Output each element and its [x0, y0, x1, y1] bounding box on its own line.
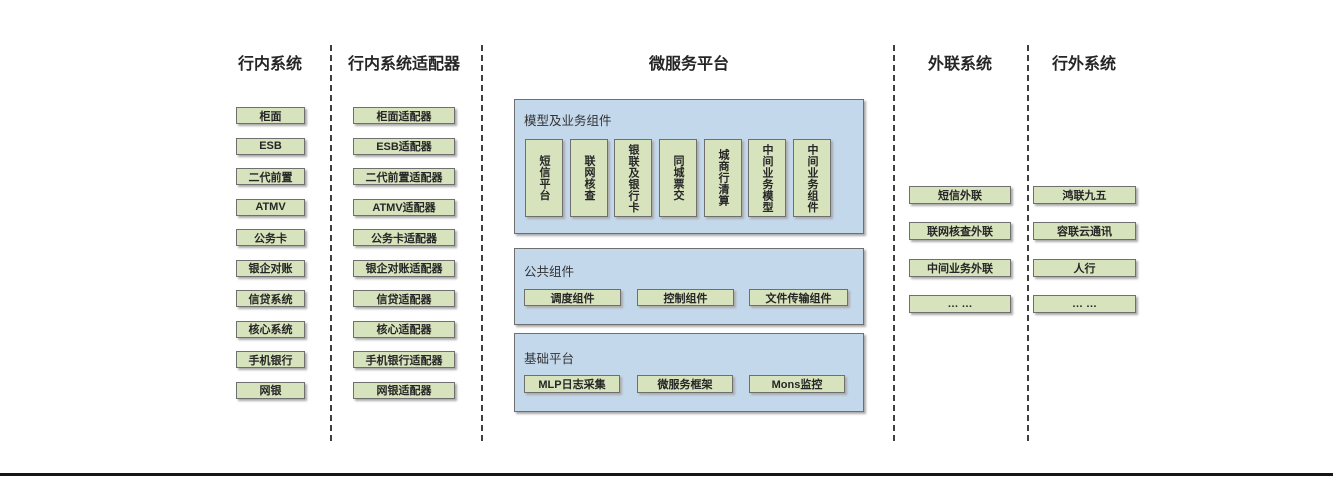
group-title: 公共组件 — [524, 265, 575, 279]
internal-system-box: ESB — [236, 137, 305, 155]
outside-system-box: 鸿联九五 — [1033, 186, 1136, 204]
model-component-label: 中间业务模型 — [761, 143, 773, 213]
column-separator — [1027, 45, 1029, 441]
column-title-adapters: 行内系统适配器 — [347, 56, 460, 73]
common-component-box: 调度组件 — [524, 289, 621, 306]
internal-system-box: 核心系统 — [236, 320, 305, 338]
column-separator — [481, 45, 483, 441]
internal-system-box: 公务卡 — [236, 229, 305, 246]
column-title-outside: 行外系统 — [1051, 56, 1116, 73]
group-title: 模型及业务组件 — [524, 114, 612, 128]
internal-system-box: 手机银行 — [236, 351, 305, 368]
model-component-box: 联网核查 — [570, 139, 608, 217]
column-title-internal: 行内系统 — [237, 56, 302, 73]
group-common-components: 公共组件 调度组件 控制组件 文件传输组件 — [514, 248, 864, 325]
external-link-box: … … — [909, 295, 1011, 313]
internal-system-box: 网银 — [236, 381, 305, 399]
external-link-box: 短信外联 — [909, 186, 1011, 204]
base-platform-box: Mons监控 — [749, 375, 845, 393]
model-component-box: 中间业务模型 — [748, 139, 786, 217]
group-model-components: 模型及业务组件 短信平台 联网核查 银联及银行卡 同城票交 城商行清算 中间业务… — [514, 99, 864, 234]
base-platform-box: MLP日志采集 — [524, 375, 620, 393]
column-title-platform: 微服务平台 — [648, 56, 729, 73]
internal-system-box: ATMV — [236, 198, 305, 216]
adapter-box: 二代前置适配器 — [353, 168, 455, 185]
internal-system-box: 信贷系统 — [236, 290, 305, 307]
adapter-box: ATMV适配器 — [353, 198, 455, 216]
adapter-box: 公务卡适配器 — [353, 229, 455, 246]
group-title: 基础平台 — [524, 352, 575, 366]
common-component-box: 文件传输组件 — [749, 289, 848, 306]
external-link-box: 联网核查外联 — [909, 222, 1011, 240]
model-component-box: 中间业务组件 — [793, 139, 831, 217]
outside-system-box: … … — [1033, 295, 1136, 313]
column-separator — [330, 45, 332, 441]
outside-system-box: 容联云通讯 — [1033, 222, 1136, 240]
common-component-box: 控制组件 — [637, 289, 734, 306]
adapter-box: ESB适配器 — [353, 137, 455, 155]
internal-system-box: 二代前置 — [236, 168, 305, 185]
model-component-box: 银联及银行卡 — [614, 139, 652, 217]
adapter-box: 信贷适配器 — [353, 290, 455, 307]
column-title-external-link: 外联系统 — [927, 56, 992, 73]
adapter-box: 手机银行适配器 — [353, 351, 455, 368]
external-link-box: 中间业务外联 — [909, 258, 1011, 277]
bottom-border-line — [0, 473, 1333, 476]
adapter-box: 银企对账适配器 — [353, 259, 455, 277]
model-component-label: 同城票交 — [672, 155, 684, 201]
internal-system-box: 银企对账 — [236, 259, 305, 277]
adapter-box: 核心适配器 — [353, 320, 455, 338]
model-component-label: 中间业务组件 — [806, 143, 818, 213]
model-component-box: 短信平台 — [525, 139, 563, 217]
model-component-label: 联网核查 — [583, 155, 595, 201]
column-separator — [893, 45, 895, 441]
model-component-label: 银联及银行卡 — [627, 143, 639, 213]
outside-system-box: 人行 — [1033, 258, 1136, 277]
model-component-box: 同城票交 — [659, 139, 697, 217]
model-component-label: 短信平台 — [538, 155, 550, 201]
model-component-label: 城商行清算 — [717, 149, 729, 207]
base-platform-box: 微服务框架 — [637, 375, 733, 393]
internal-system-box: 柜面 — [236, 107, 305, 124]
adapter-box: 柜面适配器 — [353, 107, 455, 124]
group-base-platform: 基础平台 MLP日志采集 微服务框架 Mons监控 — [514, 333, 864, 412]
model-component-box: 城商行清算 — [704, 139, 742, 217]
adapter-box: 网银适配器 — [353, 381, 455, 399]
